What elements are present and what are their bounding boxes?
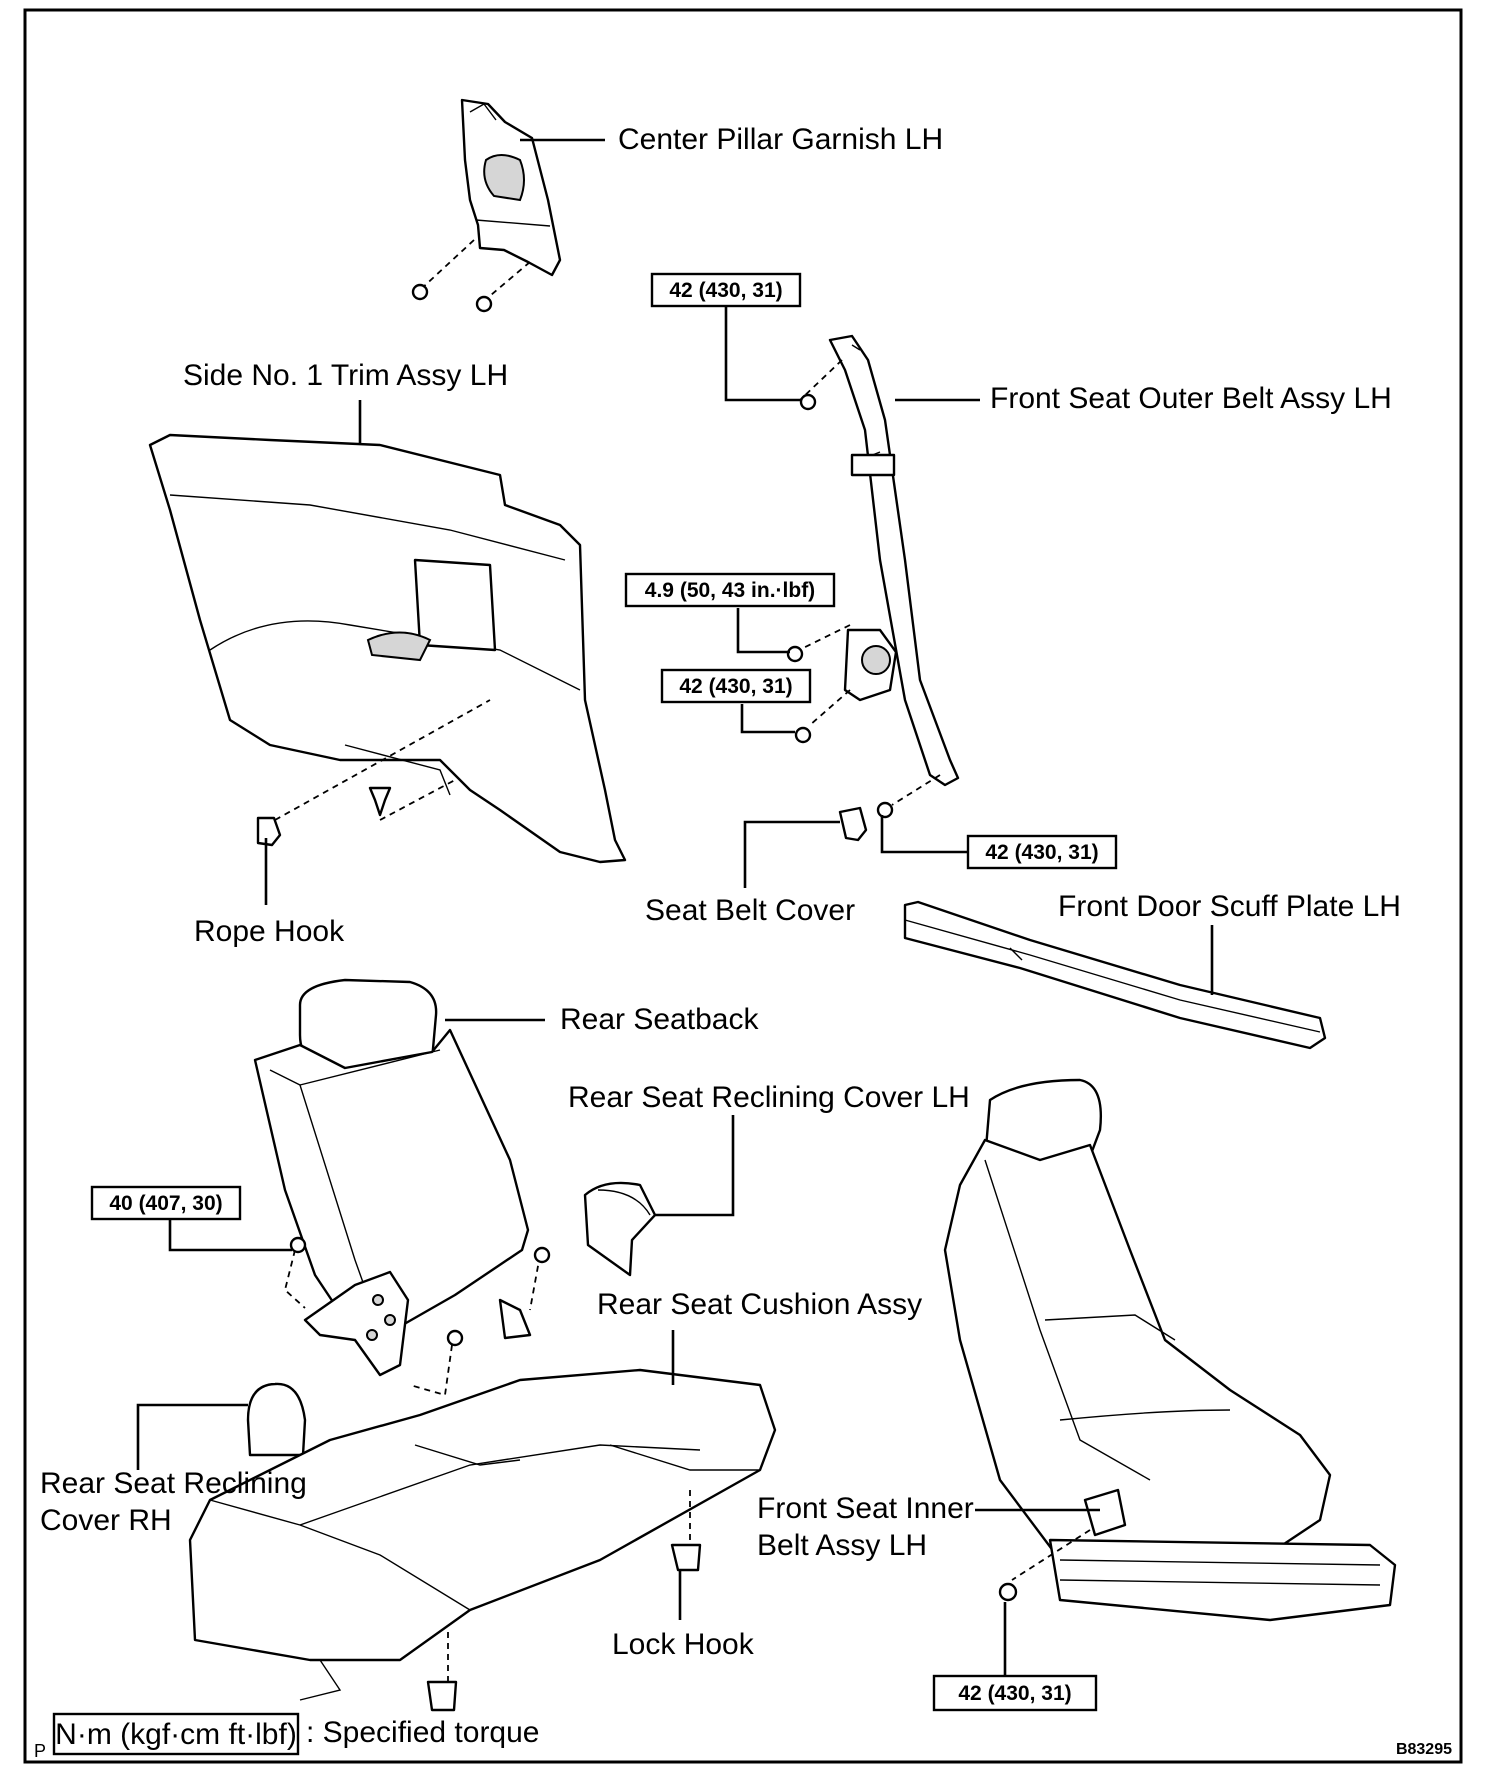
page-marker: P <box>34 1741 46 1761</box>
torque-box-2: 4.9 (50, 43 in.·lbf) <box>624 572 836 608</box>
reclining-cover-lh-label: Rear Seat Reclining Cover LH <box>568 1081 970 1114</box>
lock-hook-label: Lock Hook <box>612 1628 755 1661</box>
reclining-cover-rh-drawing <box>246 1382 307 1457</box>
legend-unit-box: N·m (kgf·cm ft·lbf) <box>55 1718 297 1751</box>
torque-value: 42 (430, 31) <box>985 841 1098 864</box>
front-seat-outer-belt-drawing <box>786 334 960 842</box>
torque-box-3: 42 (430, 31) <box>660 668 812 704</box>
torque-box-6: 42 (430, 31) <box>932 1674 1098 1712</box>
torque-legend: N·m (kgf·cm ft·lbf) : Specified torque <box>52 1712 539 1756</box>
rear-seatback-drawing <box>253 978 551 1397</box>
rear-seatback-label: Rear Seatback <box>560 1003 759 1036</box>
rear-seat-cushion-label: Rear Seat Cushion Assy <box>597 1288 922 1321</box>
seat-belt-cover-label: Seat Belt Cover <box>645 894 855 927</box>
diagram-frame <box>23 8 1463 1764</box>
rear-seat-cushion-drawing <box>188 1368 777 1712</box>
center-pillar-garnish-drawing <box>411 98 562 313</box>
scuff-plate-drawing <box>903 900 1327 1050</box>
torque-value: 4.9 (50, 43 in.·lbf) <box>645 579 815 602</box>
outer-belt-label: Front Seat Outer Belt Assy LH <box>990 382 1392 415</box>
side-trim-label: Side No. 1 Trim Assy LH <box>183 359 508 392</box>
legend-description: : Specified torque <box>306 1716 539 1749</box>
figure-code: B83295 <box>1396 1741 1452 1758</box>
reclining-cover-lh-drawing <box>583 1181 657 1277</box>
torque-box-5: 40 (407, 30) <box>90 1185 242 1221</box>
inner-belt-label-line2: Belt Assy LH <box>757 1529 927 1562</box>
scuff-plate-label: Front Door Scuff Plate LH <box>1058 890 1401 923</box>
torque-box-4: 42 (430, 31) <box>966 834 1118 870</box>
torque-value: 42 (430, 31) <box>669 279 782 302</box>
torque-value: 42 (430, 31) <box>679 675 792 698</box>
rope-hook-label: Rope Hook <box>194 915 345 948</box>
reclining-cover-rh-label-line2: Cover RH <box>40 1504 172 1537</box>
front-seat-drawing <box>943 1078 1397 1622</box>
torque-value: 42 (430, 31) <box>958 1682 1071 1705</box>
side-trim-drawing <box>148 433 627 864</box>
inner-belt-label-line1: Front Seat Inner <box>757 1492 974 1525</box>
center-pillar-garnish-label: Center Pillar Garnish LH <box>618 123 943 156</box>
leader-lines <box>136 138 1214 1685</box>
reclining-cover-rh-label-line1: Rear Seat Reclining <box>40 1467 307 1500</box>
torque-value: 40 (407, 30) <box>109 1192 222 1215</box>
torque-box-1: 42 (430, 31) <box>650 272 802 308</box>
